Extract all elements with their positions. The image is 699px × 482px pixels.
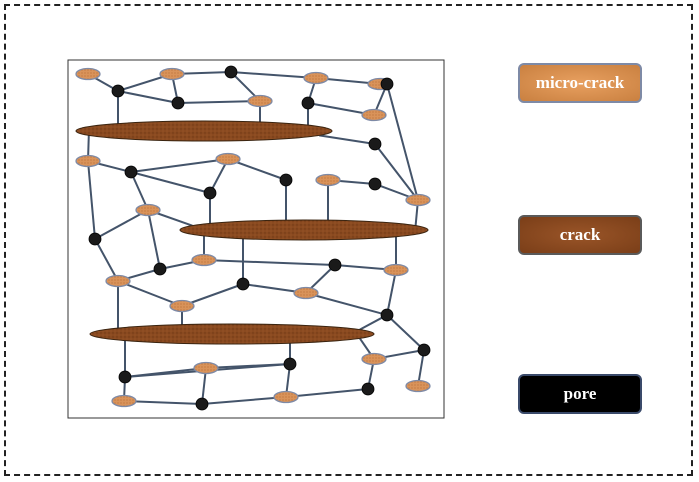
micro-crack-node bbox=[75, 67, 101, 81]
pore-node bbox=[279, 173, 293, 187]
pore-node bbox=[88, 232, 102, 246]
micro-crack-node bbox=[247, 94, 273, 108]
pore-node bbox=[171, 96, 185, 110]
pore-node bbox=[368, 137, 382, 151]
pore-node bbox=[361, 382, 375, 396]
pore-node bbox=[203, 186, 217, 200]
pore-node bbox=[236, 277, 250, 291]
micro-crack-node bbox=[361, 352, 387, 366]
micro-crack-node bbox=[315, 173, 341, 187]
micro-crack-node bbox=[361, 108, 387, 122]
micro-crack-node bbox=[111, 394, 137, 408]
legend-micro-crack: micro-crack bbox=[518, 63, 642, 103]
legend-micro-crack-label: micro-crack bbox=[535, 73, 625, 92]
micro-crack-node bbox=[405, 379, 431, 393]
crack-ellipse bbox=[179, 219, 429, 241]
dashed-frame bbox=[4, 4, 693, 476]
crack-ellipse bbox=[89, 323, 375, 345]
cracks bbox=[75, 120, 429, 345]
network-edge bbox=[285, 388, 369, 398]
micro-crack-node bbox=[169, 299, 195, 313]
micro-crack-node bbox=[105, 274, 131, 288]
network-edge bbox=[386, 269, 397, 316]
network-edge bbox=[319, 134, 376, 145]
pore-node bbox=[153, 262, 167, 276]
micro-crack-node bbox=[293, 286, 319, 300]
network-edge bbox=[305, 292, 388, 316]
network-edge bbox=[386, 314, 425, 351]
pore-node bbox=[111, 84, 125, 98]
pore-node bbox=[368, 177, 382, 191]
pore-node bbox=[417, 343, 431, 357]
legend-crack: crack bbox=[518, 215, 642, 255]
pore-node bbox=[195, 397, 209, 411]
pore-node bbox=[118, 370, 132, 384]
micro-crack-node bbox=[191, 253, 217, 267]
legend-crack-label: crack bbox=[559, 225, 601, 244]
micro-crack-node bbox=[273, 390, 299, 404]
micro-crack-node bbox=[135, 203, 161, 217]
nodes bbox=[75, 65, 431, 411]
legend-pore-label: pore bbox=[563, 384, 597, 403]
crack-ellipse bbox=[75, 120, 333, 142]
pore-node bbox=[328, 258, 342, 272]
pore-node bbox=[380, 77, 394, 91]
micro-crack-node bbox=[215, 152, 241, 166]
micro-crack-node bbox=[405, 193, 431, 207]
network-edge bbox=[130, 171, 149, 211]
network-edge bbox=[130, 158, 229, 173]
network-edge bbox=[201, 396, 287, 405]
pore-node bbox=[224, 65, 238, 79]
network-edge bbox=[374, 143, 419, 201]
micro-crack-node bbox=[159, 67, 185, 81]
pore-node bbox=[283, 357, 297, 371]
network-edge bbox=[117, 280, 183, 307]
network-edge bbox=[203, 259, 336, 266]
network-edge bbox=[147, 209, 161, 270]
pore-node bbox=[124, 165, 138, 179]
micro-crack-node bbox=[75, 154, 101, 168]
micro-crack-node bbox=[383, 263, 409, 277]
network-edge bbox=[177, 100, 261, 104]
network-edge bbox=[87, 160, 96, 240]
network-edge bbox=[94, 238, 119, 282]
network-edge bbox=[94, 209, 149, 240]
micro-crack-node bbox=[193, 361, 219, 375]
network-edge bbox=[230, 71, 317, 79]
micro-crack-node bbox=[303, 71, 329, 85]
pore-node bbox=[301, 96, 315, 110]
legend-pore: pore bbox=[518, 374, 642, 414]
network-edge bbox=[386, 83, 419, 201]
network-edge bbox=[130, 171, 211, 194]
network-edge bbox=[117, 90, 179, 104]
pore-node bbox=[380, 308, 394, 322]
network-edge bbox=[123, 400, 203, 405]
